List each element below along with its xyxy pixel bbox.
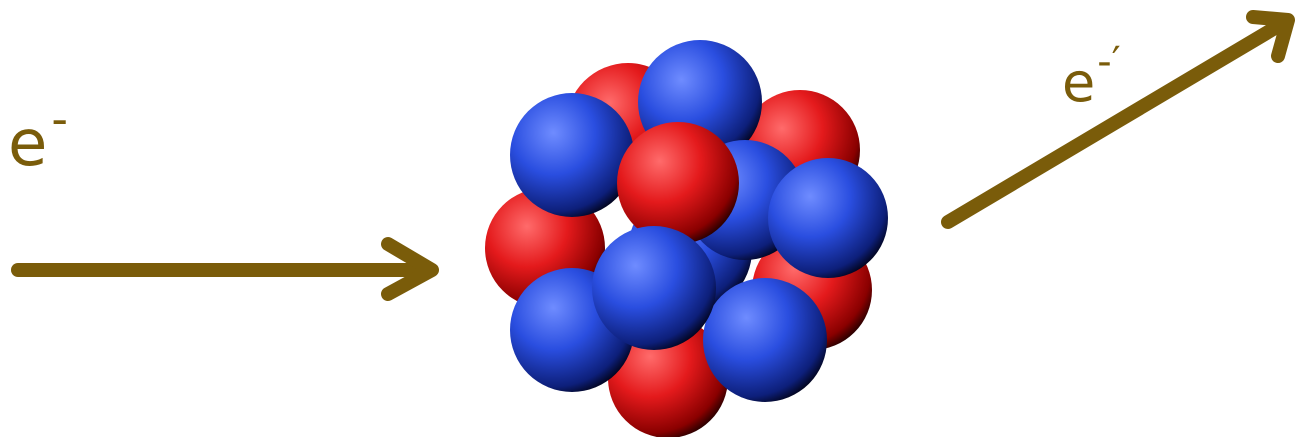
proton — [617, 122, 739, 244]
scattered-electron-label: e-′ — [1062, 42, 1121, 110]
scattered-arrow — [941, 10, 1295, 229]
scattered-electron-charge: -′ — [1097, 39, 1121, 85]
neutron — [768, 158, 888, 278]
incoming-electron-label: e- — [8, 96, 68, 176]
neutron — [592, 226, 716, 350]
incoming-arrow — [11, 237, 439, 301]
incoming-electron-charge: - — [51, 92, 68, 146]
nucleus — [485, 40, 888, 437]
neutron — [703, 278, 827, 402]
neutron — [510, 93, 634, 217]
incoming-electron-symbol: e — [8, 107, 48, 181]
scattered-electron-symbol: e — [1062, 51, 1096, 114]
